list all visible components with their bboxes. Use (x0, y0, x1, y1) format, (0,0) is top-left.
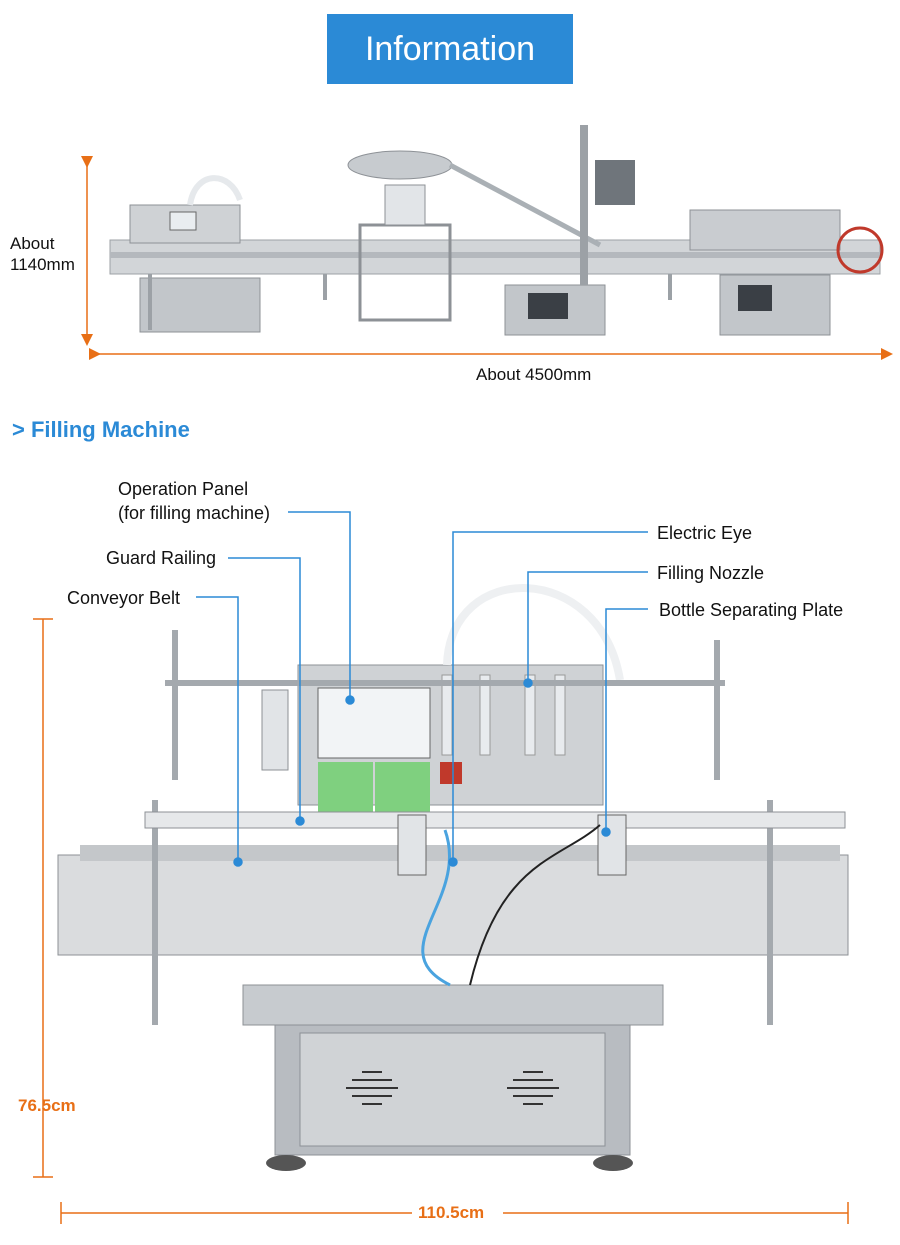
height-label-line2: 1140mm (10, 255, 75, 274)
width-label-overview: About 4500mm (476, 365, 592, 384)
callout-bottle-separating-plate: Bottle Separating Plate (659, 600, 844, 620)
height-label-overview: About 1140mm (10, 233, 75, 275)
production-line-image (109, 125, 884, 336)
callout-operation-panel-line1: Operation Panel (118, 479, 249, 499)
filling-machine-image (57, 584, 849, 1171)
height-dimension-label: 76.5cm (18, 1096, 76, 1115)
callout-electric-eye: Electric Eye (657, 523, 753, 543)
width-dimension-label: 110.5cm (418, 1203, 485, 1222)
callout-filling-nozzle: Filling Nozzle (657, 563, 765, 583)
callout-operation-panel: Operation Panel (for filling machine) (118, 477, 270, 525)
callout-guard-railing: Guard Railing (106, 548, 217, 568)
section-heading: > Filling Machine (12, 417, 190, 442)
page-title: Information (364, 29, 536, 68)
height-label-line1: About (10, 234, 55, 253)
callout-conveyor-belt: Conveyor Belt (67, 588, 181, 608)
page-title-banner: Information (327, 14, 573, 84)
callout-operation-panel-line2: (for filling machine) (118, 503, 271, 523)
